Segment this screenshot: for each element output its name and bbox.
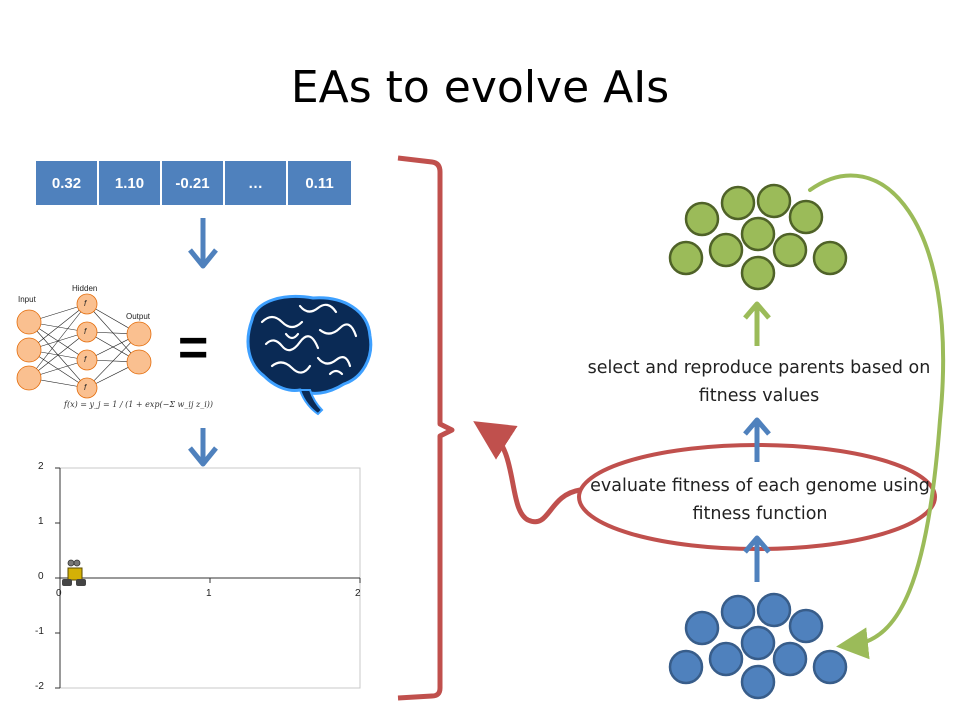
down-arrow-icon (188, 428, 218, 467)
genome-node (668, 649, 704, 685)
y-tick-label: -1 (35, 626, 44, 637)
nn-output-label: Output (126, 312, 151, 321)
equals-sign: = (178, 319, 209, 377)
down-arrow-icon (188, 218, 218, 269)
evaluate-fitness-label: evaluate fitness of each genome using fi… (590, 476, 930, 524)
neuron-symbol: f (84, 355, 87, 364)
parent-population (668, 183, 848, 291)
genome-cell: -0.21 (162, 161, 225, 205)
genome-node (756, 592, 792, 628)
genome-node (720, 594, 756, 630)
genome-node (740, 216, 776, 252)
y-tick-label: 1 (38, 516, 44, 527)
up-arrow-icon (743, 417, 771, 462)
input-neuron (16, 365, 42, 391)
neuron-symbol: f (84, 299, 87, 308)
input-neuron (16, 309, 42, 335)
genome-cell: 1.10 (99, 161, 162, 205)
slide-title: EAs to evolve AIs (290, 62, 670, 113)
hidden-neuron (76, 377, 98, 399)
y-tick-label: 2 (38, 461, 44, 472)
y-tick-label: -2 (35, 681, 44, 692)
neural-network-diagram (16, 293, 152, 399)
nn-hidden-label: Hidden (72, 284, 98, 293)
neuron-symbol: f (84, 327, 87, 336)
x-tick-label: 2 (355, 588, 361, 599)
genome-table: 0.32 1.10 -0.21 … 0.11 (36, 161, 351, 205)
genome-node (740, 625, 776, 661)
genome-node (740, 255, 776, 291)
brain-icon (246, 294, 373, 416)
y-tick-label: 0 (38, 571, 44, 582)
output-neuron (126, 349, 152, 375)
input-neuron (16, 337, 42, 363)
genome-population (668, 592, 848, 700)
hidden-neuron (76, 321, 98, 343)
position-plot (55, 467, 361, 689)
output-neuron (126, 321, 152, 347)
genome-node (720, 185, 756, 221)
genome-node (684, 201, 720, 237)
feedback-arrow (473, 421, 583, 525)
genome-node (812, 649, 848, 685)
genome-node (772, 641, 808, 677)
genome-node (756, 183, 792, 219)
genome-node (708, 641, 744, 677)
up-arrow-icon (743, 535, 771, 582)
bracket-shape (397, 155, 455, 701)
genome-node (708, 232, 744, 268)
genome-cell: 0.32 (36, 161, 99, 205)
x-tick-label: 0 (56, 588, 62, 599)
genome-node (684, 610, 720, 646)
nn-input-label: Input (18, 295, 36, 304)
hidden-neuron (76, 293, 98, 315)
robot-icon (62, 559, 86, 586)
up-arrow-icon (743, 301, 771, 346)
genome-node (788, 199, 824, 235)
x-tick-label: 1 (206, 588, 212, 599)
hidden-neuron (76, 349, 98, 371)
genome-node (668, 240, 704, 276)
select-reproduce-label: select and reproduce parents based on fi… (587, 358, 931, 406)
genome-cell: 0.11 (288, 161, 351, 205)
genome-node (812, 240, 848, 276)
neuron-symbol: f (84, 383, 87, 392)
genome-node (788, 608, 824, 644)
genome-node (740, 664, 776, 700)
activation-formula: f(x) = y_j = 1 / (1 + exp(−Σ w_ij z_i)) (64, 400, 213, 409)
genome-cell: … (225, 161, 288, 205)
genome-node (772, 232, 808, 268)
cycle-arrow (808, 173, 946, 660)
